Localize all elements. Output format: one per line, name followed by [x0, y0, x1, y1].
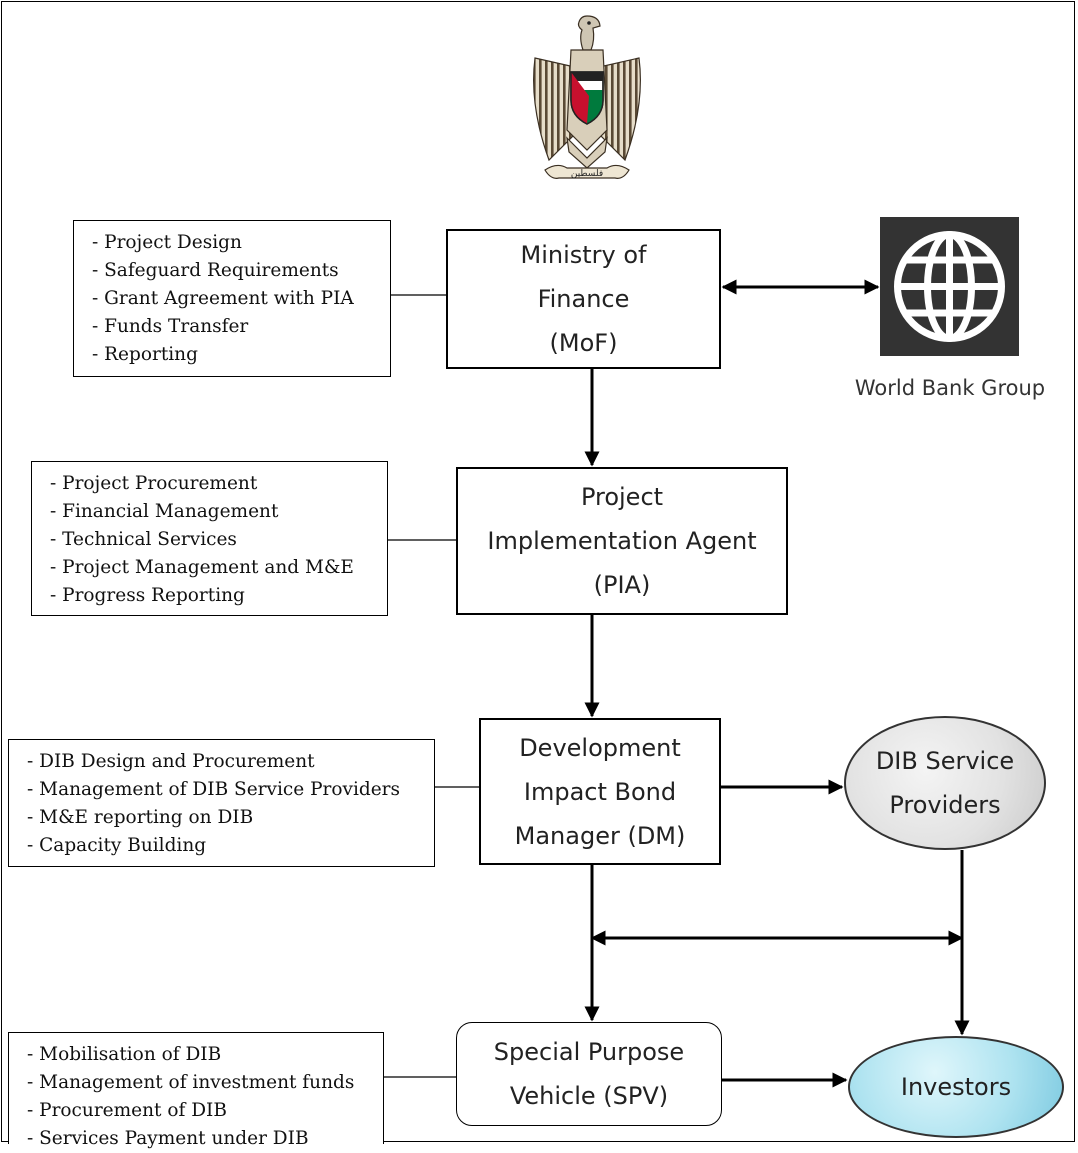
box-label-line: Implementation Agent — [487, 527, 757, 555]
note-item: - Management of investment funds — [27, 1072, 355, 1093]
dm-responsibilities-note: - DIB Design and Procurement - Managemen… — [8, 739, 435, 867]
globe-icon — [894, 231, 1005, 342]
special-purpose-vehicle-box: Special Purpose Vehicle (SPV) — [456, 1022, 722, 1126]
spv-responsibilities-note: - Mobilisation of DIB - Management of in… — [8, 1032, 384, 1149]
note-item: - Mobilisation of DIB — [27, 1044, 222, 1065]
note-item: - Reporting — [92, 344, 198, 365]
mof-responsibilities-note: - Project Design - Safeguard Requirement… — [73, 220, 391, 377]
box-label-line: Manager (DM) — [514, 821, 686, 850]
emblem-inscription: فلسطين — [571, 169, 603, 179]
investors-ellipse: Investors — [848, 1036, 1064, 1138]
box-label-line: Finance — [537, 285, 630, 313]
box-label-line: Ministry of — [520, 241, 647, 269]
dib-manager-box: Development Impact Bond Manager (DM) — [479, 718, 721, 865]
pia-responsibilities-note: - Project Procurement - Financial Manage… — [31, 461, 388, 616]
note-item: - Project Management and M&E — [50, 557, 354, 578]
note-item: - Management of DIB Service Providers — [27, 779, 400, 800]
note-item: - Grant Agreement with PIA — [92, 288, 354, 309]
box-label-line: Vehicle (SPV) — [509, 1082, 669, 1110]
dib-service-providers-ellipse: DIB Service Providers — [844, 716, 1046, 850]
box-label-line: (MoF) — [549, 329, 618, 357]
ellipse-label-line: DIB Service — [875, 747, 1015, 775]
ministry-of-finance-box: Ministry of Finance (MoF) — [446, 229, 721, 369]
world-bank-logo — [880, 217, 1019, 356]
note-item: - Services Payment under DIB — [27, 1128, 309, 1149]
box-label-line: Impact Bond — [523, 777, 677, 806]
note-item: - Capacity Building — [27, 835, 207, 856]
note-item: - Safeguard Requirements — [92, 260, 339, 281]
note-item: - Funds Transfer — [92, 316, 249, 337]
note-item: - Project Design — [92, 232, 242, 253]
note-item: - DIB Design and Procurement — [27, 751, 315, 772]
note-item: - Progress Reporting — [50, 585, 245, 606]
note-item: - Technical Services — [50, 529, 237, 550]
note-item: - Project Procurement — [50, 473, 258, 494]
note-item: - Procurement of DIB — [27, 1100, 227, 1121]
ellipse-label-line: Providers — [889, 791, 1001, 819]
note-item: - M&E reporting on DIB — [27, 807, 254, 828]
box-label-line: Development — [519, 733, 681, 762]
project-implementation-agent-box: Project Implementation Agent (PIA) — [456, 467, 788, 615]
world-bank-caption: World Bank Group — [854, 376, 1046, 400]
note-item: - Financial Management — [50, 501, 279, 522]
box-label-line: (PIA) — [593, 571, 651, 599]
ellipse-label-line: Investors — [900, 1073, 1012, 1101]
box-label-line: Special Purpose — [493, 1038, 685, 1066]
box-label-line: Project — [580, 483, 664, 511]
palestine-emblem: فلسطين — [533, 15, 641, 179]
